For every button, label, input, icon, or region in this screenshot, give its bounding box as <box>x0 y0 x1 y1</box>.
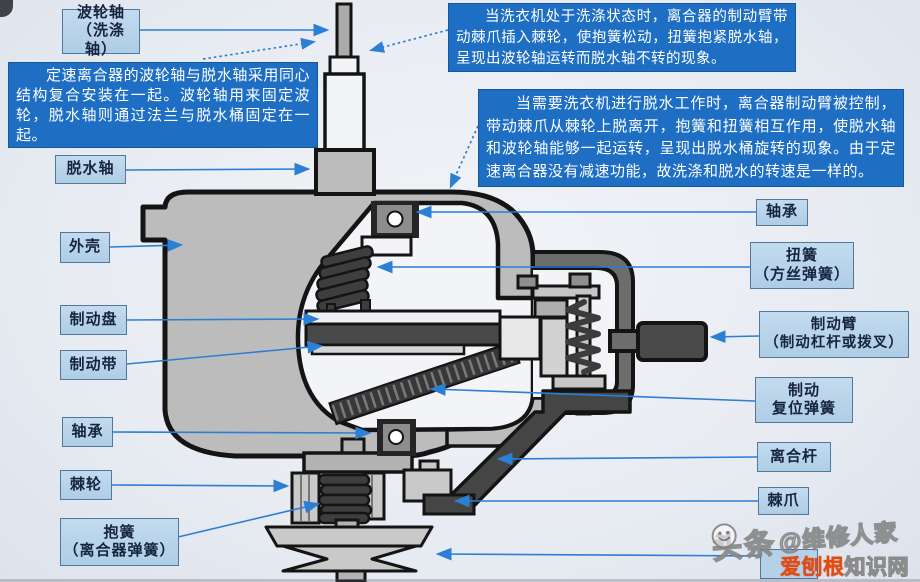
ratchet-wheel-left <box>290 471 321 525</box>
photo-bottom-edge <box>0 579 920 582</box>
shaft-assembly <box>314 2 376 196</box>
line-brake-disc <box>126 312 320 326</box>
top-bearing <box>360 201 419 257</box>
line-dewatering-shaft <box>124 162 311 176</box>
dotted-line-note1 <box>202 37 316 60</box>
impeller-shaft-rod <box>335 2 353 61</box>
label-return-spring: 制动 复位弹簧 <box>755 377 853 423</box>
line-clutch-lever <box>496 452 758 466</box>
dewatering-shaft-tube <box>323 72 366 154</box>
line-clutch-spring <box>177 500 321 538</box>
label-housing: 外壳 <box>60 232 110 263</box>
label-torsion-spring: 扭簧 （方丝弹簧） <box>750 242 854 289</box>
torsion-spring-coil <box>315 245 374 319</box>
label-bearing-right: 轴承 <box>756 199 808 226</box>
line-housing <box>109 238 184 252</box>
pawl-shape <box>402 459 476 516</box>
bottom-bearing <box>377 419 416 456</box>
line-brake-band <box>126 340 324 365</box>
note-washing-state: 当洗衣机处于洗涤状态时，离合器的制动臂带动棘爪插入棘轮，使抱簧松动，扭簧抱紧脱水… <box>448 3 796 72</box>
ratchet-assembly <box>290 437 414 525</box>
dotted-arrows <box>202 29 479 189</box>
line-bearing-left <box>112 426 372 440</box>
label-clutch-spring: 抱簧 （离合器弹簧） <box>60 518 179 566</box>
label-ratchet-wheel: 棘轮 <box>60 470 112 500</box>
line-return-spring <box>429 383 756 402</box>
note-shaft-structure: 定速离合器的波轮轴与脱水轴采用同心结构复合安装在一起。波轮轴用来固定波轮，脱水轴… <box>8 62 318 148</box>
line-pulley <box>435 547 763 561</box>
label-dewatering-shaft: 脱水轴 <box>55 155 126 184</box>
label-brake-disc: 制动盘 <box>60 305 127 335</box>
connector-lines <box>109 23 763 561</box>
brake-disc-bar <box>304 309 502 326</box>
label-pawl: 棘爪 <box>758 487 809 515</box>
dotted-line-note2 <box>369 29 449 53</box>
dotted-line-note3 <box>449 125 479 189</box>
label-bearing-left: 轴承 <box>62 417 113 447</box>
line-ratchet <box>111 479 290 493</box>
photo-corner-artifact <box>0 0 13 17</box>
clutch-spring-coil <box>317 473 373 525</box>
shaft-flange <box>314 148 376 196</box>
label-brake-arm: 制动臂 （制动杠杆或拨叉） <box>759 311 909 358</box>
note-dewatering-state: 当需要洗衣机进行脱水工作时，离合器制动臂被控制，带动棘爪从棘轮上脱离开，抱簧和扭… <box>478 89 904 187</box>
label-clutch-lever: 离合杆 <box>757 442 831 472</box>
reset-spring-diagonal <box>328 340 521 426</box>
label-pulley-obscured <box>760 549 818 579</box>
label-impeller-shaft: 波轮轴 （洗涤轴） <box>62 4 140 58</box>
brake-band-bar <box>304 322 506 347</box>
pulley-shape <box>264 525 434 582</box>
zigzag-spring <box>565 299 601 375</box>
brake-arm-shape <box>608 321 708 362</box>
line-brake-arm <box>709 330 760 344</box>
label-brake-band: 制动带 <box>60 350 127 380</box>
